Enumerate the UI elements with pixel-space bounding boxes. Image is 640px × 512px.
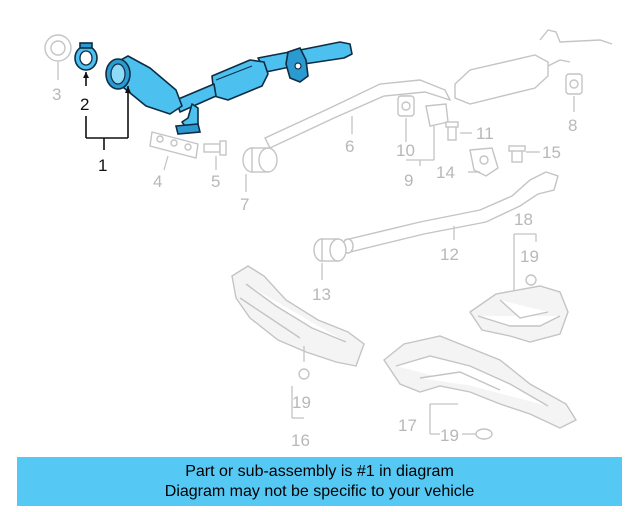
callout-19c[interactable]: 19	[440, 426, 459, 445]
banner-line-2: Diagram may not be specific to your vehi…	[164, 482, 475, 500]
part-16-heat-shield[interactable]	[231, 265, 365, 367]
callout-5[interactable]: 5	[211, 172, 220, 191]
part-11-bolt[interactable]	[445, 121, 459, 141]
callout-8[interactable]: 8	[568, 116, 577, 135]
part-2-clamp[interactable]	[74, 42, 98, 71]
arrowhead-1	[125, 86, 131, 93]
part-17-heat-shield[interactable]	[383, 335, 578, 429]
part-13-clamp[interactable]	[313, 238, 347, 262]
callout-10[interactable]: 10	[396, 141, 415, 160]
rear-muffler[interactable]	[454, 29, 613, 105]
part-7-clamp[interactable]	[242, 147, 278, 173]
part-8-hanger[interactable]	[565, 73, 583, 95]
callout-4[interactable]: 4	[153, 172, 162, 191]
callout-2[interactable]: 2	[80, 95, 89, 114]
part-6-intermediate-pipe[interactable]	[264, 79, 452, 149]
part-5-bolt[interactable]	[203, 140, 227, 156]
callout-15[interactable]: 15	[542, 143, 561, 162]
part-14-bracket[interactable]	[469, 147, 499, 177]
callout-14[interactable]: 14	[436, 163, 455, 182]
part-1-converter-assembly[interactable]	[105, 41, 353, 135]
callout-19a[interactable]: 19	[520, 247, 539, 266]
part-10-hanger[interactable]	[397, 95, 415, 117]
part-12-tail-pipe[interactable]	[342, 171, 559, 254]
callout-1[interactable]: 1	[98, 156, 107, 175]
callout-19b[interactable]: 19	[292, 393, 311, 412]
callout-18[interactable]: 18	[514, 210, 533, 229]
callout-16[interactable]: 16	[291, 431, 310, 450]
part-19-clip-a[interactable]	[525, 274, 537, 286]
info-banner: Part or sub-assembly is #1 in diagram Di…	[17, 457, 622, 506]
part-9-bracket[interactable]	[425, 103, 449, 127]
part-15-bolt[interactable]	[508, 145, 526, 163]
callout-11[interactable]: 11	[476, 124, 494, 143]
leader-4	[163, 155, 169, 171]
arrowhead-2	[83, 72, 89, 78]
exhaust-parts-diagram: 3 4 5 6 7 8	[44, 29, 613, 450]
banner-line-1: Part or sub-assembly is #1 in diagram	[185, 462, 454, 480]
part-19-clip-b[interactable]	[298, 368, 310, 380]
part-18-heat-shield[interactable]	[469, 285, 569, 343]
callout-17[interactable]: 17	[398, 416, 417, 435]
callout-9[interactable]: 9	[404, 171, 413, 190]
callout-3[interactable]: 3	[52, 85, 61, 104]
callout-13[interactable]: 13	[312, 285, 331, 304]
callout-12[interactable]: 12	[440, 245, 459, 264]
callout-7[interactable]: 7	[240, 195, 249, 214]
callout-6[interactable]: 6	[345, 137, 354, 156]
part-19-clip-c[interactable]	[475, 428, 493, 440]
part-3-gasket[interactable]	[44, 34, 72, 62]
part-4-flange-gasket[interactable]	[149, 131, 199, 159]
